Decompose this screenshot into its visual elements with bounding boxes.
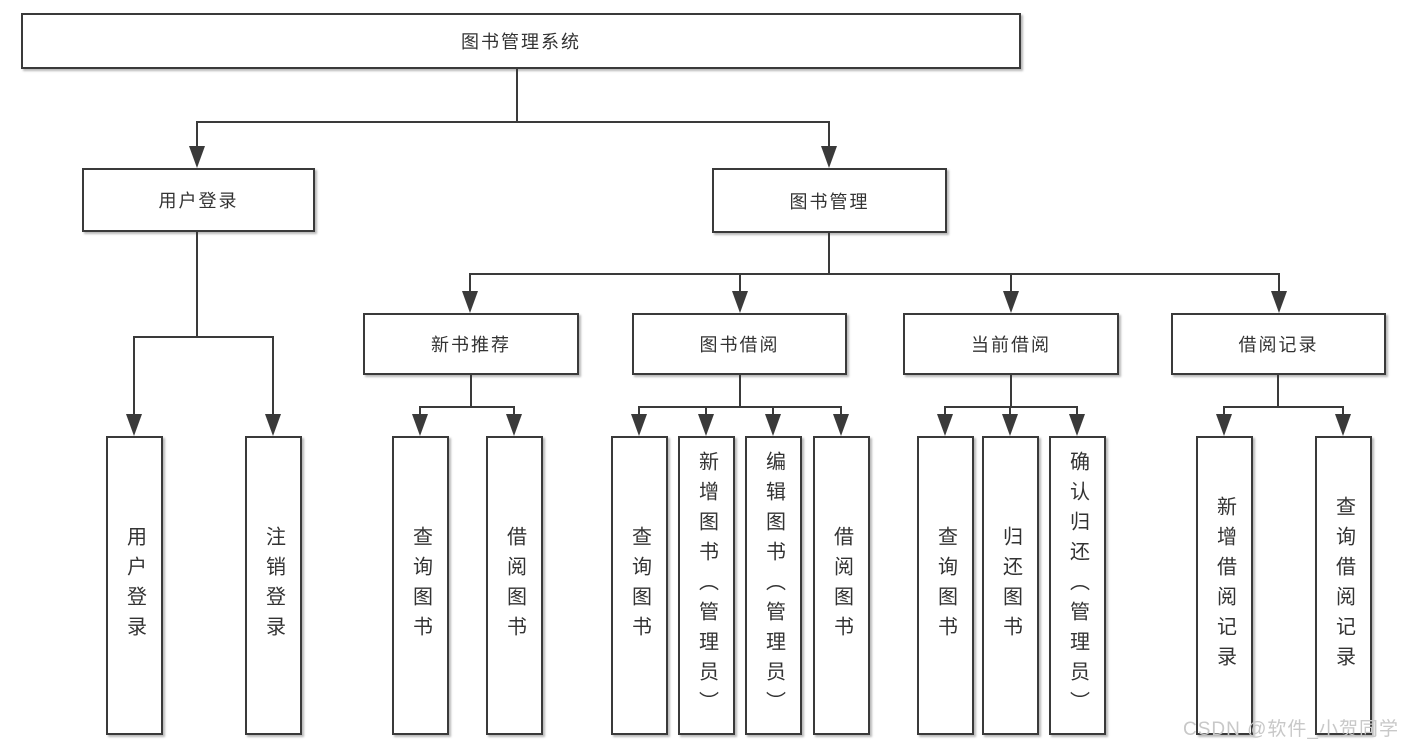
node-library-system: 图书管理系统 [21, 13, 1021, 69]
connector-line [1009, 406, 1011, 418]
node-user-login-label: 用户登录 [158, 191, 239, 211]
connector-leafbar-borrow [639, 406, 842, 408]
arrow-down-icon [1069, 414, 1085, 436]
node-label: 新增图书（管理员） [695, 450, 718, 721]
node-library-system-label: 图书管理系统 [461, 32, 581, 52]
connector-leafbar-current [945, 406, 1078, 408]
connector-line [1076, 406, 1078, 418]
node-leaf-borrow-book-2: 借阅图书 [813, 436, 870, 735]
arrow-down-icon [937, 414, 953, 436]
connector-line [772, 406, 774, 418]
node-label: 查询图书 [409, 525, 432, 646]
node-book-borrow-label: 图书借阅 [699, 335, 780, 355]
node-leaf-logout: 注销登录 [245, 436, 302, 735]
connector-line [1223, 406, 1225, 418]
node-label: 编辑图书（管理员） [762, 450, 785, 721]
arrow-down-icon [462, 291, 478, 313]
connector-line [1277, 375, 1279, 407]
arrow-down-icon [732, 291, 748, 313]
node-leaf-query-book-3: 查询图书 [917, 436, 974, 735]
arrow-down-icon [698, 414, 714, 436]
arrow-down-icon [1216, 414, 1232, 436]
arrow-down-icon [833, 414, 849, 436]
node-label: 确认归还（管理员） [1066, 450, 1089, 721]
connector-level2-bar [197, 121, 830, 123]
node-label: 查询借阅记录 [1332, 495, 1355, 676]
node-leaf-borrow-book-1: 借阅图书 [486, 436, 543, 735]
connector-line [1278, 273, 1280, 293]
arrow-down-icon [765, 414, 781, 436]
connector-leafbar-records [1224, 406, 1344, 408]
connector-line [470, 375, 472, 407]
connector-line [196, 121, 198, 148]
connector-line [419, 406, 421, 418]
connector-line [1010, 375, 1012, 407]
node-label: 查询图书 [628, 525, 651, 646]
connector-line [705, 406, 707, 418]
arrow-down-icon [189, 146, 205, 168]
arrow-down-icon [126, 414, 142, 436]
node-leaf-add-book-admin: 新增图书（管理员） [678, 436, 735, 735]
node-label: 新增借阅记录 [1213, 495, 1236, 676]
arrow-down-icon [506, 414, 522, 436]
connector-line [133, 336, 135, 416]
node-leaf-return-book: 归还图书 [982, 436, 1039, 735]
node-new-book-recommend: 新书推荐 [363, 313, 579, 375]
connector-line [828, 121, 830, 148]
arrow-down-icon [821, 146, 837, 168]
node-label: 查询图书 [934, 525, 957, 646]
node-leaf-query-book-1: 查询图书 [392, 436, 449, 735]
node-book-borrow: 图书借阅 [632, 313, 847, 375]
connector-management-stub [828, 233, 830, 274]
node-leaf-add-borrow-record: 新增借阅记录 [1196, 436, 1253, 735]
node-book-management: 图书管理 [712, 168, 947, 233]
connector-login-bar [134, 336, 274, 338]
node-label: 借阅图书 [830, 525, 853, 646]
node-leaf-query-borrow-record: 查询借阅记录 [1315, 436, 1372, 735]
connector-line [1342, 406, 1344, 418]
node-current-borrow-label: 当前借阅 [971, 335, 1051, 355]
connector-leafbar-recommend [420, 406, 515, 408]
node-new-book-recommend-label: 新书推荐 [431, 335, 511, 355]
node-label: 用户登录 [123, 525, 146, 646]
node-leaf-user-login: 用户登录 [106, 436, 163, 735]
node-leaf-query-book-2: 查询图书 [611, 436, 668, 735]
node-borrow-records-label: 借阅记录 [1238, 335, 1319, 355]
node-book-management-label: 图书管理 [789, 191, 870, 212]
arrow-down-icon [1335, 414, 1351, 436]
node-borrow-records: 借阅记录 [1171, 313, 1386, 375]
connector-line [944, 406, 946, 418]
arrow-down-icon [1271, 291, 1287, 313]
connector-line [739, 375, 741, 407]
csdn-watermark: CSDN @软件_小贺同学 [1183, 719, 1399, 740]
node-leaf-edit-book-admin: 编辑图书（管理员） [745, 436, 802, 735]
arrow-down-icon [412, 414, 428, 436]
connector-line [272, 336, 274, 416]
connector-line [840, 406, 842, 418]
node-label: 注销登录 [262, 525, 285, 646]
arrow-down-icon [1003, 291, 1019, 313]
arrow-down-icon [631, 414, 647, 436]
node-label: 借阅图书 [503, 525, 526, 646]
connector-line [739, 273, 741, 293]
node-label: 归还图书 [999, 525, 1022, 646]
node-user-login: 用户登录 [82, 168, 315, 232]
arrow-down-icon [265, 414, 281, 436]
connector-root-stub [516, 69, 518, 122]
connector-line [469, 273, 471, 293]
arrow-down-icon [1002, 414, 1018, 436]
connector-line [1010, 273, 1012, 293]
connector-login-stub [196, 232, 198, 337]
connector-level3-bar [470, 273, 1279, 275]
node-current-borrow: 当前借阅 [903, 313, 1119, 375]
node-leaf-confirm-return-admin: 确认归还（管理员） [1049, 436, 1106, 735]
connector-line [513, 406, 515, 418]
connector-line [638, 406, 640, 418]
